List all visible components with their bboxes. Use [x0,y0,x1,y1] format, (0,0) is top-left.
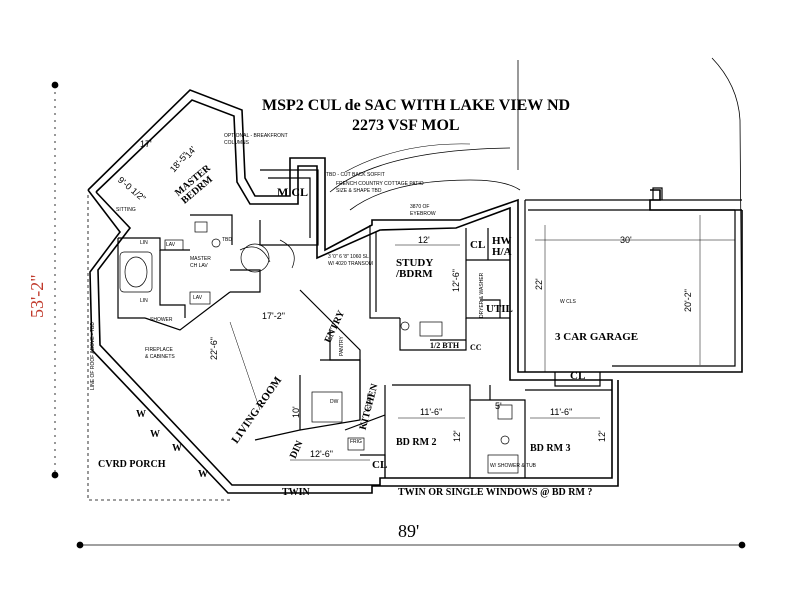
dim-bd2-d: 12' [452,430,462,442]
interior-walls [117,169,612,478]
dim-study-d: 12'-6" [451,269,461,292]
note-w-cls: W CLS [560,299,576,305]
hw-line1: HW [492,235,512,247]
dim-garage-d1: 22' [534,278,544,290]
note-door-2: W/ 4020 TRANSOM [328,261,373,267]
closet-label: CL [470,239,486,251]
note-breakfront: OPTIONAL - BREAKFRONT [224,133,288,139]
patio-outline [344,143,471,173]
dim-garage-w: 30' [620,235,632,245]
hw-line2: H/A [492,246,512,258]
window-mark: W [136,409,146,420]
note-eyebrow-1: 3870 OF [410,204,430,210]
dim-study-w: 12' [418,235,430,245]
note-lin-2: LIN [140,298,148,304]
exterior-walls [87,89,743,494]
note-dw: DW [330,399,339,405]
fixtures [119,221,519,474]
windows-note-label: TWIN OR SINGLE WINDOWS @ BD RM ? [398,487,593,498]
note-patio-2: SIZE & SHAPE TBD [336,188,382,194]
window-mark: W [198,469,208,480]
half-bath-label: 1/2 BTH [430,341,460,350]
note-lav-2: LAV [193,295,203,301]
dim-dining-d: 10' [291,406,301,418]
hw-label: HW H/A [492,236,512,258]
note-patio-1: FRENCH COUNTRY COTTAGE PATIO [336,181,424,187]
plan-title-line2: 2273 VSF MOL [352,117,460,134]
note-soffit: TBD - CUT BACK SOFFIT [326,172,385,178]
dim-bd3-w: 11'-6" [550,407,573,417]
note-pantry: PANTRY [339,336,345,356]
dim-dining-w: 12'-6" [310,449,333,459]
garage-label: 3 CAR GARAGE [555,331,639,343]
note-master-bath: MASTER [190,256,211,262]
note-lav: LAV [166,242,176,248]
overall-depth-dim: 53'-2" [27,274,47,318]
study-label: STUDY /BDRM [396,258,433,280]
twin-label: TWIN [282,487,310,498]
patio-outline [349,179,521,211]
note-dryer-washer: DRYER & WASHER [479,272,485,318]
util-label: UTIL [486,303,513,315]
note-tbd: TBD [222,237,232,243]
dim-living-w: 17'-2" [262,311,285,321]
window-mark: W [150,429,160,440]
porch-label: CVRD PORCH [98,459,166,470]
overall-width-dim: 89' [398,521,420,541]
window-mark: W [172,443,182,454]
note-fireplace: FIREPLACE [145,347,173,353]
dim-garage-d2: 20'-2" [683,289,693,312]
site-line [711,57,743,371]
note-lin: LIN [140,240,148,246]
dim-bd2-w: 11'-6" [420,407,443,417]
note-stove: STOVE [367,393,373,410]
patio-outline [329,147,511,193]
master-closet-label: M CL [277,185,308,199]
plan-title-line1: MSP2 CUL de SAC WITH LAKE VIEW ND [262,97,571,114]
note-shower: SHOWER [150,317,173,323]
dim-bath-w: 5' [495,401,502,411]
study-line1: STUDY [396,257,434,269]
garage-walls [524,187,742,387]
bedroom-3-label: BD RM 3 [530,443,571,454]
note-master-bath-2: CH LAV [190,263,208,269]
note-door-1: 3 '0" 6 '8" 1060 SL [328,254,369,260]
overall-dimension-lines [51,81,746,549]
note-frig: FRIG [350,439,362,445]
dim-bd3-d: 12' [597,430,607,442]
note-roof-line: LINE OF ROOF ABOVE - TBD [90,322,96,390]
closet-2-label: CL [372,459,388,471]
cc-label: CC [470,343,482,352]
dim-master-a: 17' [140,139,152,149]
note-columns: COLUMNS [224,140,250,146]
study-line2: /BDRM [396,268,433,280]
note-cabinets: & CABINETS [145,354,175,360]
note-eyebrow-2: EYEBROW [410,211,436,217]
bedroom-2-label: BD RM 2 [396,437,437,448]
closet-3-label: CL [570,370,586,382]
dim-living-d: 22'-6" [209,337,219,360]
note-shower-tub: W/ SHOWER & TUB [490,463,537,469]
note-sitting: SITTING [116,207,136,213]
